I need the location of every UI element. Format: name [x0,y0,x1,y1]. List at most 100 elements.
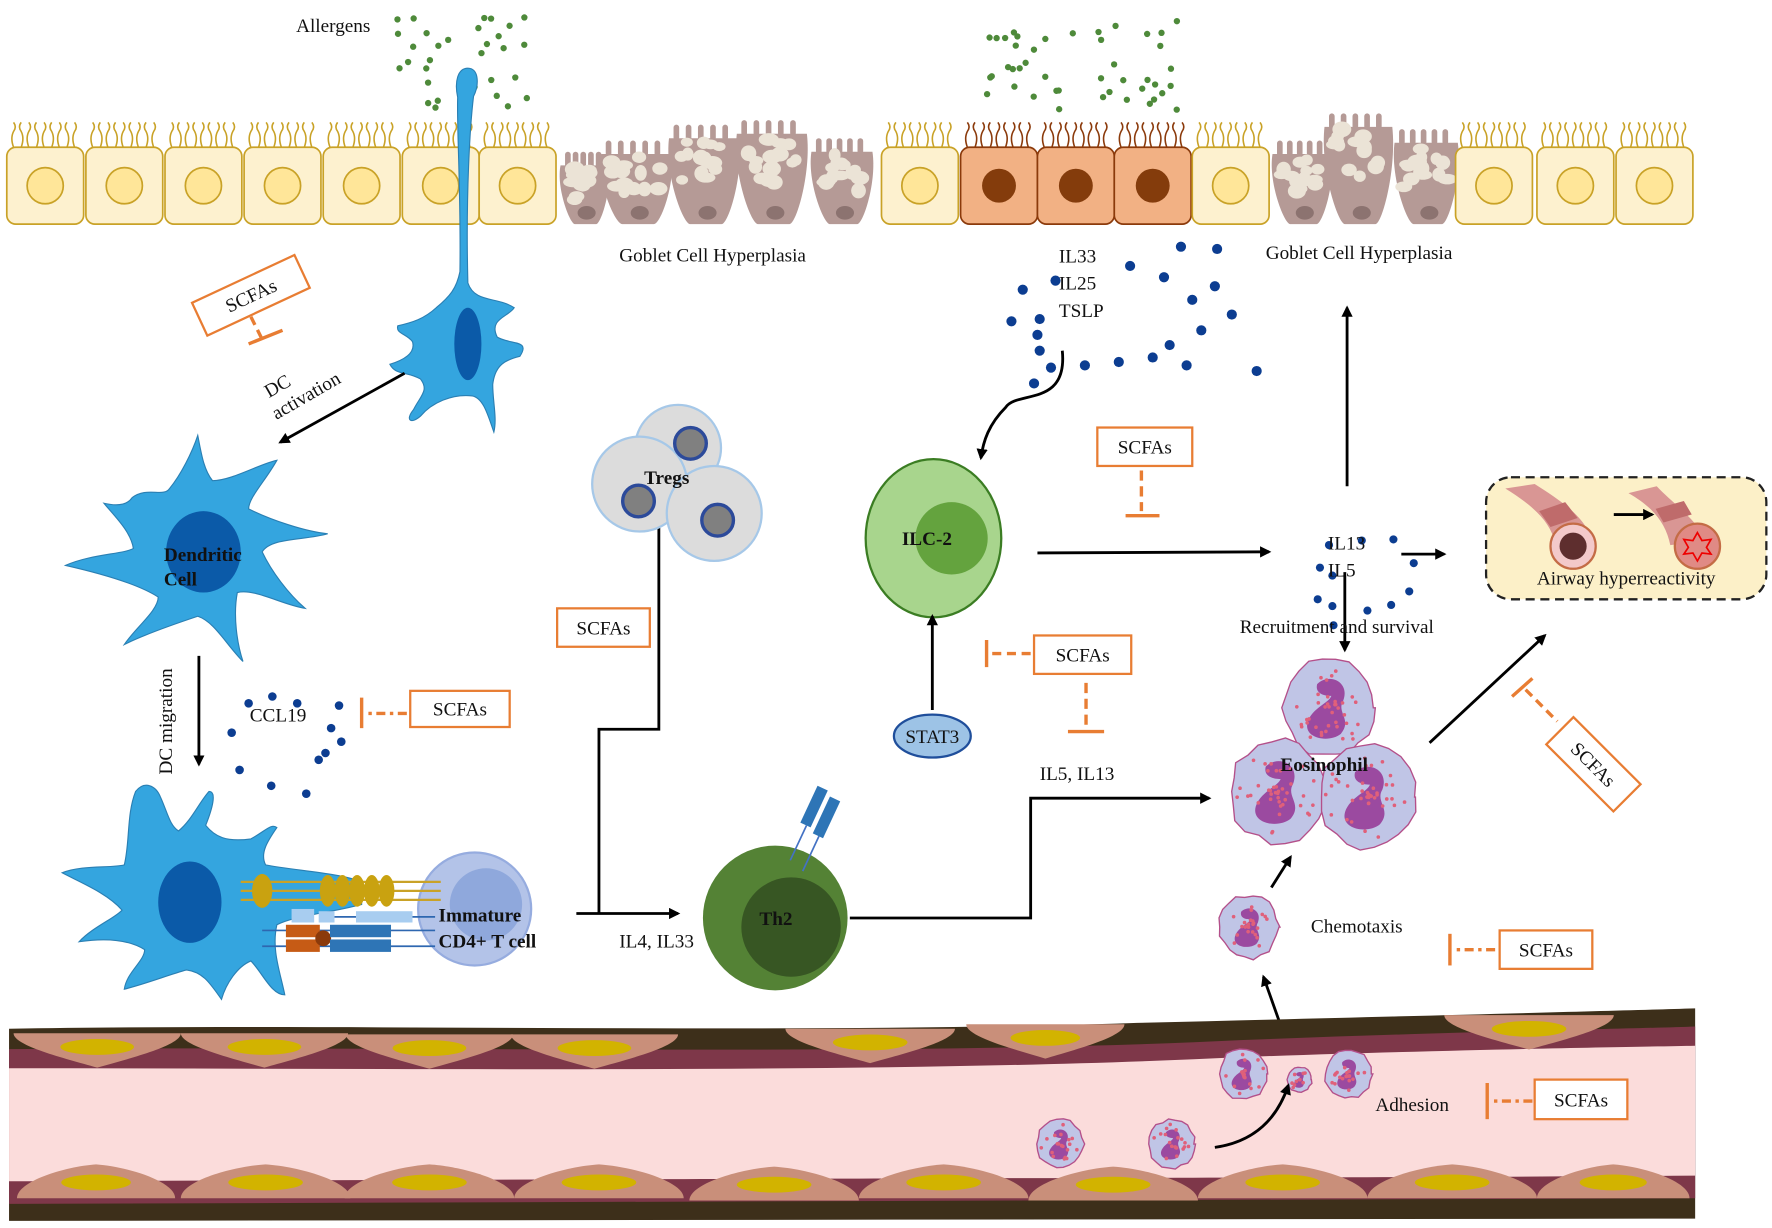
scfa-inhibitor-dc-activation[interactable]: SCFAs [190,253,312,338]
mhc-tcr-complex: Immature CD4+ T cell [240,873,536,952]
goblet-hyperplasia-label-right: Goblet Cell Hyperplasia [1266,243,1453,264]
allergen-dot [1009,65,1016,73]
endothelial-cell [13,1033,181,1068]
cytokine-dot [1409,559,1418,568]
il13-label: IL13 [1328,534,1365,555]
eosinophil-cell [1218,1048,1269,1100]
il5-label: IL5 [1328,561,1356,582]
scfa-inhibitor-adhesion[interactable]: SCFAs [1485,1078,1629,1121]
tslp-label: TSLP [1059,301,1104,322]
epithelial-cell [85,121,164,225]
allergen-dot [495,33,502,40]
adhesion-arrow [1214,1083,1291,1149]
cytokine-dot [1147,352,1158,363]
scfa-label: SCFAs [1519,940,1573,961]
cytokine-dot [1328,571,1337,580]
allergen-dot [1143,30,1151,38]
goblet-cell [1393,129,1459,225]
airway-label: Airway hyperreactivity [1537,569,1716,590]
allergen-dot [1110,61,1118,68]
scfa-inhibitor-stat3[interactable]: SCFAs [984,634,1133,734]
cytokine-dot [266,781,276,791]
allergen-dot [1042,35,1049,43]
allergen-dot [1151,81,1159,88]
goblet-cell [668,124,740,225]
cytokine-dot [1387,600,1396,610]
scfa-inhibitor-ilc2-output[interactable]: SCFAs [1096,426,1194,518]
ccl19-cytokine-dots [227,692,346,798]
scfa-inhibitor-ccl19[interactable]: SCFAs [359,689,511,729]
scfa-inhibitor-airway[interactable]: SCFAs [1510,677,1643,814]
airway-epithelium [5,113,1694,225]
allergen-dot [410,15,417,22]
allergen-dot [1146,100,1154,107]
cytokine-dot [235,765,244,775]
activated-epithelial-cell [1113,121,1192,225]
cytokine-dot [1212,243,1223,255]
allergen-dot [475,24,482,32]
scfa-inhibitor-chemotaxis[interactable]: SCFAs [1448,929,1594,970]
allergen-dot [488,76,495,84]
th2-to-eosinophil-arrow [849,792,1212,920]
epithelial-cell [243,121,322,225]
allergen-particles [394,14,1181,113]
allergen-dot [1173,17,1181,25]
chemotaxis-label: Chemotaxis [1311,917,1403,938]
goblet-cell [600,140,673,225]
scfa-box [409,689,511,729]
allergen-dot [1106,88,1113,96]
dc-migration-label: DC migration [156,668,177,775]
cytokine-dot [314,755,323,765]
cytokine-dot [1045,362,1057,373]
endothelial-cell [510,1034,679,1069]
endothelial-cell [1197,1164,1368,1199]
allergen-dot [1150,96,1158,103]
eosinophil-cell [1218,895,1282,961]
cytokine-dot [1357,536,1366,545]
epithelial-cell [322,121,401,225]
allergen-dot [1011,83,1018,90]
cytokine-dot [326,723,336,733]
allergen-dot [478,49,485,57]
goblet-cell [559,151,610,225]
allergen-dot [1042,73,1049,80]
allergen-dot [396,65,403,72]
allergen-dot [1139,85,1146,92]
activated-epithelial-cell [959,121,1039,225]
immature-t-label-2: CD4+ T cell [438,931,536,952]
allergen-dot [987,74,994,81]
allergen-dot [1069,30,1076,37]
endothelial-cells [13,1015,1690,1201]
endothelial-cell [689,1166,859,1201]
allergens-label: Allergens [296,16,370,37]
allergen-dot [426,57,434,64]
scfa-box [556,607,651,648]
allergen-dot [493,92,500,100]
endothelial-cell [180,1033,349,1068]
cytokine-dot [1324,540,1334,550]
endothelial-cell [785,1028,955,1064]
scfa-label: SCFAs [1118,438,1172,459]
allergen-dot [1001,34,1009,42]
allergen-dot [983,90,991,98]
airway-hyperreactivity-panel: Airway hyperreactivity [1484,476,1768,601]
scfa-promoter-tregs[interactable]: SCFAs [556,607,651,648]
ccl19-label: CCL19 [250,705,307,726]
cytokine-dot [1034,345,1045,356]
allergen-dot [394,30,402,37]
eosinophil-to-airway-arrow [1428,633,1547,744]
allergen-dot [487,15,495,22]
allergen-dot [435,42,442,49]
allergen-dot [504,103,512,110]
alarmin-labels: IL33 IL25 TSLP [1059,247,1104,322]
allergen-dot [432,104,439,111]
cytokine-dot [334,701,344,710]
endothelial-cell [1367,1164,1537,1199]
allergen-dot [1016,65,1023,72]
il4-il33-label: IL4, IL33 [619,931,694,952]
allergen-dot [523,94,530,102]
cytokine-dot [1405,587,1414,596]
cytokine-dot [292,698,302,708]
allergen-dot [1030,93,1037,100]
